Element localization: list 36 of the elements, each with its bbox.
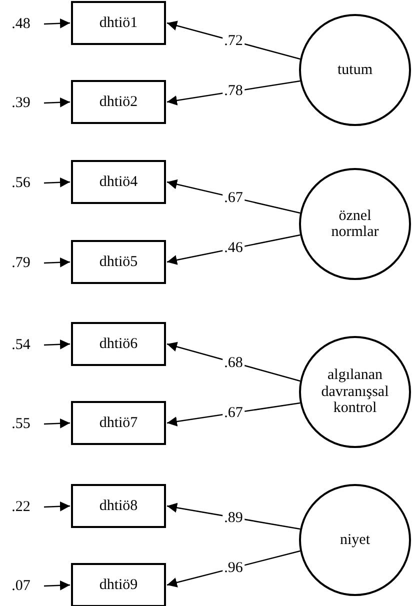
latent-variable-circle: öznel normlar	[299, 168, 411, 280]
arrow	[44, 501, 70, 512]
arrow	[44, 418, 70, 428]
latent-variable-circle: tutum	[299, 14, 411, 126]
arrow	[166, 342, 300, 382]
observed-variable-box: dhtiö6	[71, 322, 166, 366]
arrow	[166, 80, 300, 106]
arrow	[44, 97, 70, 108]
observed-variable-box: dhtiö8	[71, 484, 166, 528]
arrow	[44, 580, 70, 590]
observed-variable-box: dhtiö4	[71, 160, 166, 204]
latent-variable-circle: algılanan davranışsal kontrol	[299, 336, 411, 448]
error-variance-label: .55	[4, 409, 38, 439]
observed-variable-box: dhtiö9	[71, 563, 166, 606]
error-variance-label: .39	[4, 88, 38, 118]
observed-variable-box: dhtiö5	[71, 240, 166, 284]
observed-variable-box: dhtiö2	[71, 80, 166, 124]
arrow	[166, 502, 300, 530]
observed-variable-box: dhtiö1	[71, 1, 166, 45]
arrow	[44, 339, 70, 350]
arrow	[166, 234, 300, 265]
error-variance-label: .79	[4, 248, 38, 278]
arrow	[44, 177, 70, 188]
error-variance-label: .22	[4, 492, 38, 522]
arrow	[44, 18, 70, 28]
arrow	[166, 179, 300, 214]
error-variance-label: .56	[4, 168, 38, 198]
latent-variable-circle: niyet	[299, 484, 411, 596]
error-variance-label: .07	[4, 571, 38, 601]
arrow	[166, 402, 300, 426]
observed-variable-box: dhtiö7	[71, 401, 166, 445]
error-variance-label: .48	[4, 9, 38, 39]
arrow	[166, 20, 300, 60]
error-variance-label: .54	[4, 330, 38, 360]
arrow	[44, 257, 70, 268]
arrow	[166, 550, 300, 588]
